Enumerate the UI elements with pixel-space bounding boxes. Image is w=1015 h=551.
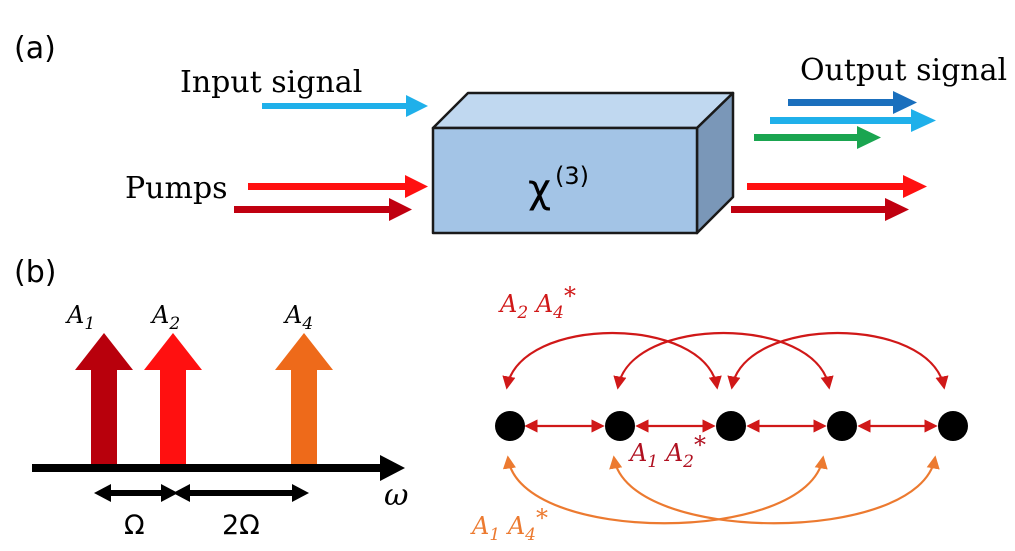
- output-arrow-light-blue: [770, 109, 936, 132]
- two-omega-spacing-label: 2Ω: [222, 510, 260, 541]
- pump-arrow-bright: [248, 175, 428, 198]
- coupling-label-top: A2 A4*: [498, 282, 576, 323]
- amp-a1-arrow: [75, 333, 133, 466]
- lattice: A2 A4* A1 A2* A1 A4*: [470, 282, 968, 545]
- input-signal-arrow: [262, 95, 428, 117]
- coupling-arc-bottom-1: [502, 455, 828, 525]
- omega-spacing-arrow: [94, 484, 178, 502]
- lattice-site-3: [716, 411, 746, 441]
- amp-a4-arrow: [275, 333, 333, 466]
- coupling-arc-top-1: [502, 332, 722, 390]
- lattice-site-2: [605, 411, 635, 441]
- omega-axis: [32, 455, 405, 481]
- omega-spacing-label: Ω: [124, 510, 145, 541]
- chi3-medium-box: χ (3): [431, 91, 735, 235]
- output-pump-arrow-bright: [747, 175, 927, 198]
- output-arrow-dark-blue: [788, 91, 917, 114]
- coupling-arc-top-3: [727, 332, 949, 390]
- coupling-arc-top-2: [613, 332, 834, 390]
- panel-a-label: (a): [14, 31, 56, 66]
- chi3-symbol: χ: [528, 166, 551, 212]
- lattice-site-4: [827, 411, 857, 441]
- output-pump-arrow-dark: [731, 198, 909, 221]
- amp-a2-label: A2: [150, 301, 180, 334]
- lattice-site-1: [495, 411, 525, 441]
- amp-a1-label: A1: [65, 301, 95, 334]
- panel-b-label: (b): [14, 255, 56, 290]
- amp-a4-label: A4: [283, 301, 313, 334]
- omega-axis-label: ω: [384, 478, 408, 513]
- amp-a2-arrow: [144, 333, 202, 466]
- panel-a: (a) Input signal Output signal Pumps χ (…: [14, 31, 1007, 235]
- output-arrow-green: [754, 126, 881, 149]
- coupling-label-middle: A1 A2*: [628, 431, 706, 472]
- pump-arrow-dark: [234, 198, 412, 221]
- input-signal-label: Input signal: [180, 65, 362, 100]
- coupling-label-bottom: A1 A4*: [470, 504, 548, 545]
- lattice-site-5: [938, 411, 968, 441]
- output-signal-label: Output signal: [800, 53, 1007, 88]
- pumps-label: Pumps: [125, 171, 228, 206]
- two-omega-spacing-arrow: [173, 484, 309, 502]
- panel-b: (b) A1 A2 A4 ω: [14, 255, 408, 541]
- coupling-arc-bottom-2: [609, 455, 940, 525]
- chi3-superscript: (3): [555, 162, 589, 190]
